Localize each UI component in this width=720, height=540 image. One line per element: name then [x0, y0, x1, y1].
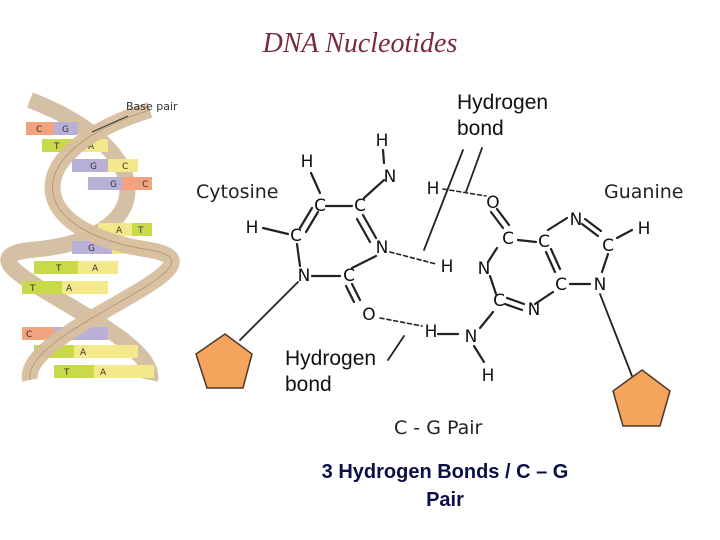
guanine-label: Guanine	[604, 181, 683, 203]
atom-n: N	[528, 300, 541, 320]
atom-h: H	[301, 152, 314, 172]
helix-rung	[26, 122, 78, 135]
atom-o: O	[486, 193, 499, 213]
sugar-pentagon-right	[612, 369, 671, 427]
helix-base-letter: T	[137, 226, 144, 236]
atom-h: H	[246, 218, 259, 238]
helix-rung	[22, 281, 108, 294]
helix-base-letter: C	[36, 125, 42, 135]
atom-n: N	[465, 327, 478, 347]
slide-title: DNA Nucleotides	[262, 28, 458, 59]
sugar-pentagon-left	[195, 333, 253, 389]
atom-c: C	[314, 196, 326, 216]
atom-n: N	[570, 210, 583, 230]
atom-c: C	[538, 232, 550, 252]
helix-base-letter: G	[110, 180, 117, 190]
atom-n: N	[298, 266, 311, 286]
helix-base-letter: A	[80, 348, 87, 358]
helix-base-letter: A	[100, 368, 107, 378]
atom-h: H	[427, 179, 440, 199]
pair-label: C - G Pair	[394, 417, 482, 439]
helix-rung	[34, 261, 118, 274]
helix-base-letter: C	[122, 162, 128, 172]
atom-c: C	[493, 291, 505, 311]
atom-h: H	[638, 219, 651, 239]
helix-base-letter: G	[90, 162, 97, 172]
hydrogen-bond-label-bottom: Hydrogen bond	[285, 347, 377, 396]
helix-base-letter: A	[66, 284, 73, 294]
helix-base-letter: G	[88, 244, 95, 254]
summary-text: 3 Hydrogen Bonds / C – G Pair	[321, 461, 569, 511]
atom-h: H	[376, 131, 389, 151]
atom-n: N	[384, 167, 397, 187]
cg-molecule	[239, 147, 634, 377]
helix-base-letter: T	[29, 284, 36, 294]
helix-rung	[88, 177, 152, 190]
helix-base-letter: T	[63, 368, 70, 378]
atom-c: C	[555, 275, 567, 295]
atom-c: C	[354, 196, 366, 216]
atom-c: C	[343, 266, 355, 286]
cytosine-label: Cytosine	[196, 181, 279, 203]
atom-h: H	[482, 366, 495, 386]
helix-base-letter: T	[55, 264, 62, 274]
atom-h: H	[441, 257, 454, 277]
atom-n: N	[478, 259, 491, 279]
helix-rung	[54, 365, 154, 378]
helix-rung	[72, 159, 138, 172]
atom-c: C	[290, 226, 302, 246]
hydrogen-bond-label-top: Hydrogen bond	[457, 91, 549, 140]
helix-base-letter: T	[53, 142, 60, 152]
atom-n: N	[594, 275, 607, 295]
atom-h: H	[425, 322, 438, 342]
helix-base-letter: C	[142, 180, 148, 190]
helix-base-letter: A	[92, 264, 99, 274]
helix-base-letter: A	[116, 226, 123, 236]
atom-c: C	[602, 236, 614, 256]
helix-base-letter: A	[88, 142, 95, 152]
atom-o: O	[362, 305, 375, 325]
helix-base-letter: C	[26, 330, 32, 340]
helix-base-letter: G	[62, 125, 69, 135]
atom-n: N	[376, 238, 389, 258]
base-pair-label: Base pair	[126, 100, 178, 113]
atom-c: C	[502, 229, 514, 249]
dna-helix-illustration: C G T A G C G C A T G C T A T A C G T A	[0, 92, 180, 382]
